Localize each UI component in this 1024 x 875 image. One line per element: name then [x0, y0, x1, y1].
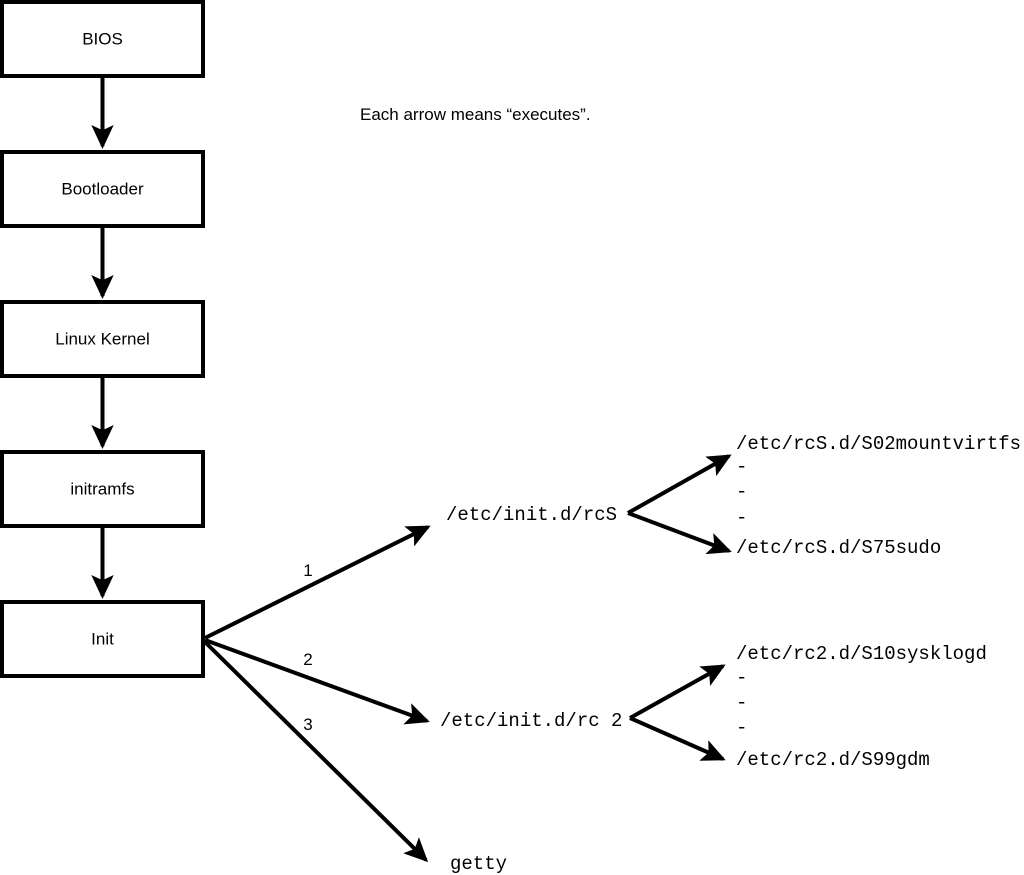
node-label-init: Init — [91, 629, 114, 648]
rc2-ellipsis-dash-3: - — [736, 717, 747, 739]
node-box-bios[interactable] — [0, 0, 205, 78]
rcS-ellipsis-dash-2: - — [736, 481, 747, 503]
node-box-linux-kernel[interactable] — [0, 300, 205, 378]
node-bootloader[interactable]: Bootloader — [0, 150, 205, 228]
branch-target-getty: getty — [450, 853, 507, 875]
rcS-script-first: /etc/rcS.d/S02mountvirtfs — [736, 433, 1021, 455]
node-initramfs[interactable]: initramfs — [0, 450, 205, 528]
rc2-ellipsis-dash-1: - — [736, 667, 747, 689]
edge-init-to-getty — [203, 640, 429, 863]
node-label-linux-kernel: Linux Kernel — [55, 329, 150, 348]
rc2-ellipsis-dash-2: - — [736, 692, 747, 714]
rc2-script-last: /etc/rc2.d/S99gdm — [736, 749, 930, 771]
edge-init-to-rcS — [204, 525, 431, 640]
edge-init-to-rc2 — [204, 638, 430, 725]
node-box-bootloader[interactable] — [0, 150, 205, 228]
rc2-script-first: /etc/rc2.d/S10sysklogd — [736, 643, 987, 665]
branch-target-rcS: /etc/init.d/rcS — [446, 504, 617, 526]
edge-number-1: 1 — [303, 561, 312, 580]
node-label-bios: BIOS — [82, 29, 123, 48]
edge-rc2-to-first-script — [629, 664, 726, 720]
node-label-initramfs: initramfs — [70, 479, 134, 498]
node-init[interactable]: Init — [0, 600, 205, 678]
edge-number-2: 2 — [303, 650, 312, 669]
rcS-script-last: /etc/rcS.d/S75sudo — [736, 537, 941, 559]
edge-rc2-to-last-script — [629, 716, 726, 761]
branch-target-rc2: /etc/init.d/rc 2 — [440, 710, 622, 732]
node-box-initramfs[interactable] — [0, 450, 205, 528]
node-linux-kernel[interactable]: Linux Kernel — [0, 300, 205, 378]
rcS-ellipsis-dash-1: - — [736, 456, 747, 478]
edge-rcS-to-last-script — [627, 511, 732, 555]
node-box-init[interactable] — [0, 600, 205, 678]
node-bios[interactable]: BIOS — [0, 0, 205, 78]
node-label-bootloader: Bootloader — [61, 179, 144, 198]
rcS-ellipsis-dash-3: - — [736, 507, 747, 529]
edge-rcS-to-first-script — [627, 454, 732, 515]
edge-number-3: 3 — [303, 715, 312, 734]
diagram-caption: Each arrow means “executes”. — [360, 105, 591, 124]
